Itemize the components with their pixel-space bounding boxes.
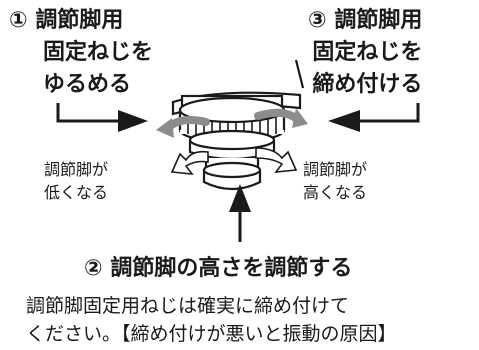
- label-line: 調節脚が: [303, 160, 368, 179]
- adjust-step-callout: ② 調節脚の高さを調節する: [84, 250, 352, 282]
- tighten-step-callout: ③ 調節脚用 固定ねじを 締め付ける: [308, 5, 422, 101]
- note-line: ください。【締め付けが悪いと振動の原因】: [26, 323, 397, 345]
- label-line: 調節脚が: [44, 160, 109, 179]
- adjuster-foot: [202, 158, 262, 191]
- higher-label: 調節脚が 高くなる: [303, 158, 367, 204]
- label-line: 高くなる: [303, 183, 368, 202]
- note-line: 調節脚固定用ねじは確実に締め付けて: [26, 295, 350, 317]
- step-line: 固定ねじを: [43, 40, 154, 65]
- step-text: 調節脚の高さを調節する: [110, 256, 353, 281]
- higher-rotation-arrow-icon: [255, 147, 298, 173]
- label-line: 低くなる: [44, 183, 109, 202]
- tighten-rotation-arrow-icon: [254, 108, 308, 128]
- adjust-pointer-arrow-icon: [229, 184, 251, 242]
- step-marker: ③: [308, 8, 327, 33]
- caution-note: 調節脚固定用ねじは確実に締め付けて ください。【締め付けが悪いと振動の原因】: [26, 292, 397, 348]
- lower-label: 調節脚が 低くなる: [44, 158, 108, 204]
- step-marker: ②: [84, 256, 103, 281]
- step-line: 固定ねじを: [312, 40, 423, 65]
- lower-rotation-arrow-icon: [170, 150, 209, 175]
- step-line: ゆるめる: [43, 72, 132, 97]
- tighten-pointer-arrow-icon: [328, 103, 420, 132]
- loosen-pointer-arrow-icon: [56, 103, 148, 132]
- loosen-step-callout: ① 調節脚用 固定ねじを ゆるめる: [9, 5, 153, 101]
- step-line: 調節脚用: [35, 8, 124, 33]
- loosen-rotation-arrow-icon: [156, 116, 210, 138]
- step-line: 締め付ける: [312, 72, 423, 97]
- step-line: 調節脚用: [334, 8, 423, 33]
- step-marker: ①: [9, 8, 28, 33]
